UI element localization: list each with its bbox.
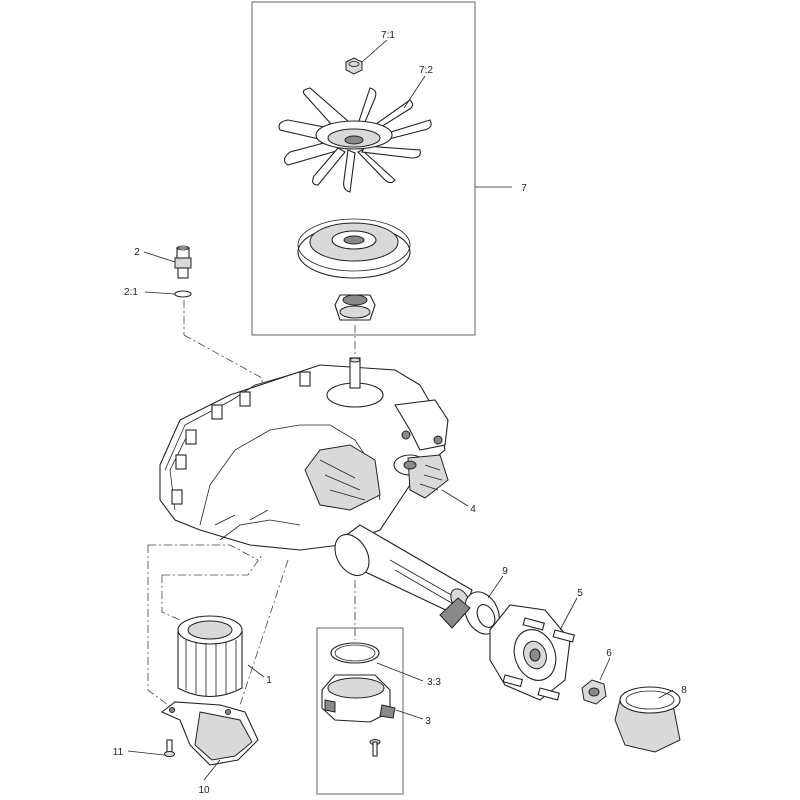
callout-3-3: 3:3	[427, 677, 441, 688]
callout-11: 11	[113, 747, 124, 758]
wheel-hub-part	[489, 604, 575, 701]
cooling-fan-part	[278, 87, 432, 193]
oil-filter-part	[177, 615, 243, 697]
hub-nut-part	[581, 679, 607, 705]
drive-pulley-part	[297, 218, 411, 279]
axle-shaft-part	[334, 524, 473, 613]
fitting-o-ring-part	[174, 290, 192, 298]
cover-bolt-part	[369, 739, 381, 757]
breather-fitting-part	[174, 245, 192, 279]
callout-6: 6	[606, 648, 612, 659]
fan-pulley-kit-box	[251, 1, 476, 336]
guard-bracket-part	[160, 701, 259, 766]
pulley-hub-part	[334, 294, 376, 321]
callout-7-1: 7:1	[381, 30, 395, 41]
filter-cover-part	[321, 674, 396, 723]
callout-4: 4	[470, 504, 476, 515]
fan-nut-part	[345, 57, 363, 75]
hub-cap-part	[614, 686, 681, 753]
control-arm-part	[393, 454, 449, 499]
callout-3: 3	[425, 716, 431, 727]
callout-2: 2	[134, 247, 140, 258]
callout-7: 7	[521, 183, 527, 194]
callout-2-1: 2:1	[124, 287, 138, 298]
callout-1: 1	[266, 675, 272, 686]
callout-9: 9	[502, 566, 508, 577]
cover-o-ring-part	[330, 642, 380, 664]
callout-labels: 7:1 7:2 7 2 2:1 4 9 5 1 3:3 6 8 3 11 10	[113, 30, 687, 796]
guard-bolt-part	[164, 739, 175, 757]
axle-washer-part	[439, 591, 500, 635]
callout-10: 10	[198, 785, 210, 796]
callout-8: 8	[681, 685, 687, 696]
callout-7-2: 7:2	[419, 65, 433, 76]
leader-lines	[127, 39, 674, 781]
filter-cover-kit-box	[316, 627, 404, 795]
transaxle-housing-part	[159, 357, 449, 551]
callout-5: 5	[577, 588, 583, 599]
